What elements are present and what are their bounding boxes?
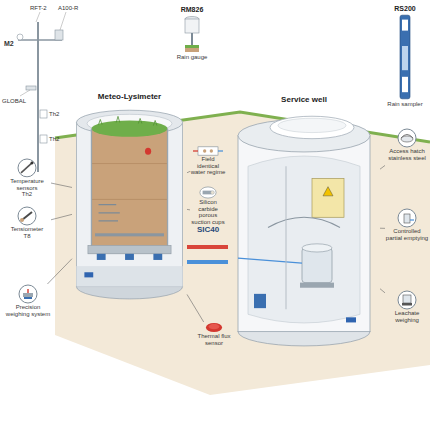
leader-line (187, 294, 204, 322)
well-callout: Controlled partial emptying (385, 208, 429, 250)
node-illustration (182, 14, 202, 54)
node-title: Service well (228, 95, 380, 105)
node-title: Leachate weighing (385, 310, 429, 323)
lysimeter-unit: Meteo-Lysimeter (72, 92, 187, 307)
part-label: Th2 (49, 136, 59, 142)
rain-gauge: RM826Rain gauge (170, 6, 214, 78)
weather-mast (17, 12, 66, 172)
node-illustration (397, 290, 417, 310)
sensor-callout: TensiometerT8 (3, 206, 51, 246)
node-illustration (199, 186, 217, 199)
node-illustration (72, 102, 187, 302)
node-code: Th2 (3, 191, 51, 198)
part-label: Th2 (49, 111, 59, 117)
node-illustration (397, 208, 417, 228)
node-illustration (18, 284, 38, 304)
node-title: Temperature sensors (3, 178, 51, 191)
suction-cup-callout: Silicon carbide porous suction cupsSIC40 (190, 186, 226, 240)
leader-line (187, 171, 190, 172)
leader-line (51, 183, 72, 187)
water-regime-callout: Field identical water regime (190, 146, 226, 180)
well-callout: Access hatch stainless steel (385, 128, 429, 170)
part-label: RFT-2 (30, 5, 47, 11)
node-illustration (193, 146, 223, 156)
part-label: GLOBAL (2, 98, 26, 104)
node-illustration (205, 322, 223, 333)
node-illustration (17, 158, 37, 178)
node-title: Field identical water regime (190, 156, 226, 176)
leader-line (187, 209, 190, 211)
node-illustration (397, 128, 417, 148)
node-title: Silicon carbide porous suction cups (190, 199, 226, 226)
node-title: Precision weighing system (3, 304, 53, 317)
node-illustration (228, 105, 380, 350)
sensor-callout: Temperature sensorsTh2 (3, 158, 51, 198)
service-well: Service well (228, 95, 380, 357)
node-title: Tensiometer (3, 226, 51, 233)
node-code: SIC40 (190, 226, 226, 235)
well-callout: Leachate weighing (385, 290, 429, 332)
leader-line (47, 259, 72, 284)
node-title: RM826 (170, 6, 214, 14)
leader-line (380, 228, 385, 229)
rain-sampler: RS200Rain sampler (382, 5, 428, 123)
drain-pipe (187, 245, 228, 249)
part-label: A100-R (58, 5, 78, 11)
flux-sensor-callout: Thermal flux sensor (196, 322, 232, 356)
leader-line (51, 214, 72, 219)
node-code: Rain sampler (382, 101, 428, 108)
node-title: RS200 (382, 5, 428, 13)
leader-line (380, 289, 385, 293)
node-code: Rain gauge (170, 54, 214, 61)
part-label: M2 (4, 40, 14, 47)
node-code: T8 (3, 233, 51, 240)
node-title: Access hatch stainless steel (385, 148, 429, 161)
node-illustration (17, 206, 37, 226)
node-title: Thermal flux sensor (196, 333, 232, 346)
leader-line (380, 165, 385, 169)
node-title: Meteo-Lysimeter (72, 92, 187, 102)
water-pipe (187, 260, 228, 264)
node-title: Controlled partial emptying (385, 228, 429, 241)
sensor-callout: Precision weighing system (3, 284, 53, 324)
node-illustration (395, 13, 415, 101)
